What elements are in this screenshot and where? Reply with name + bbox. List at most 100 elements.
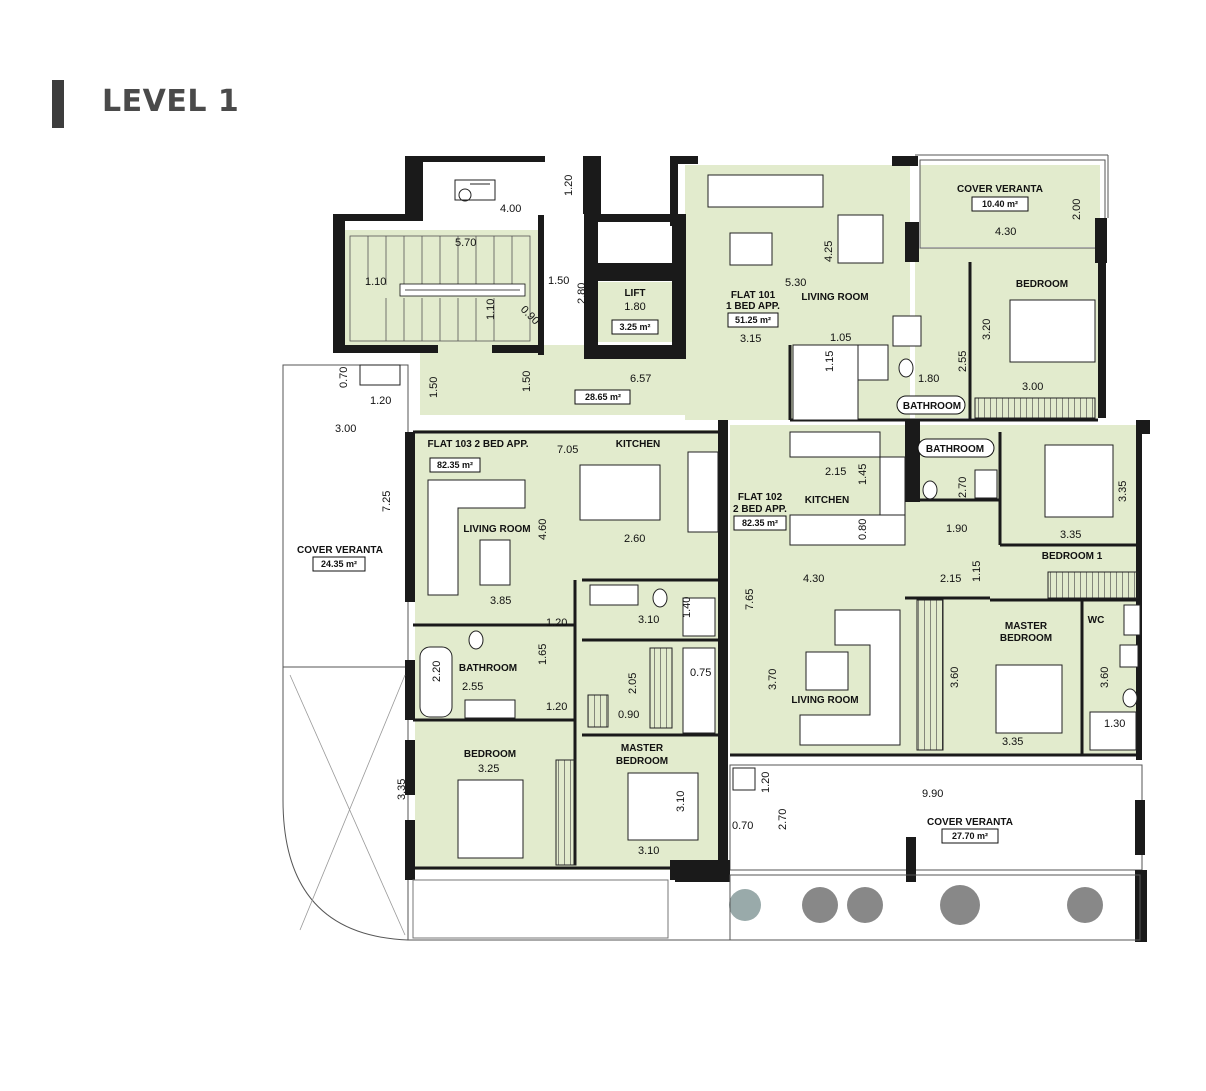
sink-icon [464,315,1139,719]
dim-label: 2.00 [1071,199,1083,220]
flat101-label: FLAT 101 [731,290,776,301]
living-room-102-label: LIVING ROOM [791,695,858,706]
flat103-label: FLAT 103 2 BED APP. [428,439,529,450]
veranda-diagonal [289,674,406,936]
dim-label: 7.05 [557,444,578,456]
walls [333,156,1150,942]
cover-veranta-left-area: 24.35 m² [321,559,357,569]
dim-label: 4.25 [823,241,835,262]
bedroom-103-label: BEDROOM [464,749,516,760]
dim-label: 4.30 [803,573,824,585]
dim-label: 1.50 [548,275,569,287]
railings [408,154,1109,941]
dim-label: 1.20 [370,395,391,407]
stairs-icon [349,235,531,342]
dim-label: 1.05 [830,332,851,344]
bathroom-103-label: BATHROOM [459,663,517,674]
cover-veranta-top-label: COVER VERANTA [957,184,1043,195]
dim-label: 5.70 [455,237,476,249]
dim-label: 1.10 [365,276,386,288]
dim-label: 3.85 [490,595,511,607]
toilet-icon [468,358,1138,708]
lift-area: 3.25 m² [619,322,650,332]
dim-label: 2.20 [431,661,443,682]
room-labels: COVER VERANTA 10.40 m² LIFT 1.80 3.25 m²… [297,184,1104,844]
dim-label: 0.75 [690,667,711,679]
dim-label: 1.50 [428,377,440,398]
dim-label: 2.55 [462,681,483,693]
dim-label: 3.70 [767,669,779,690]
veranda-outlines [282,159,1143,941]
dim-label: 2.05 [627,673,639,694]
flat102-label: FLAT 102 [738,492,783,503]
dim-label: 5.30 [785,277,806,289]
dim-label: 2.70 [957,477,969,498]
plant-icon [729,885,1103,925]
bedroom1-102-label: BEDROOM 1 [1042,551,1103,562]
shower-icon [682,597,1141,751]
dining-table-icon [479,214,884,691]
dim-label: 9.90 [922,788,943,800]
dim-label: 0.80 [857,519,869,540]
dim-label: 3.25 [478,763,499,775]
dim-label: 3.00 [1022,381,1043,393]
sofa-icon [427,174,901,746]
page-title: LEVEL 1 [102,84,240,119]
dim-label: 1.30 [1104,718,1125,730]
living-room-101-label: LIVING ROOM [801,292,868,303]
planter-outline [729,874,1141,941]
dim-label: 4.00 [500,203,521,215]
dim-label: 3.20 [981,319,993,340]
bathtub-icon [419,646,453,718]
dim-label: 1.40 [681,597,693,618]
dim-label: 3.35 [1002,736,1023,748]
dim-label: 1.45 [857,464,869,485]
washer-icon [359,364,756,791]
dim-label: 4.30 [995,226,1016,238]
flat103-area: 82.35 m² [437,460,473,470]
flat101-type: 1 BED APP. [726,301,780,312]
master-bedroom-103-line1: MASTER [621,743,664,754]
title-accent-bar [52,80,64,128]
interior-walls [413,262,1140,870]
dim-label: 1.10 [485,299,497,320]
dim-label: 0.70 [732,820,753,832]
flat101-area: 51.25 m² [735,315,771,325]
dim-label: 1.20 [760,772,772,793]
dim-label: 2.60 [624,533,645,545]
dim-label: 0.70 [338,367,350,388]
dim-label: 2.15 [825,466,846,478]
cover-veranta-left-label: COVER VERANTA [297,545,383,556]
dim-label: 3.15 [740,333,761,345]
dim-label: 3.10 [638,845,659,857]
dim-label: 1.20 [563,175,575,196]
dim-label: 1.15 [971,561,983,582]
kitchen-counter [687,344,906,546]
master-bedroom-103-line2: BEDROOM [616,756,668,767]
dim-label: 1.20 [546,617,567,629]
kitchen-102-label: KITCHEN [805,495,849,506]
wardrobe-icon [555,397,1139,866]
terrace-outline [412,879,669,939]
dim-label: 3.60 [1099,667,1111,688]
kitchen-103-label: KITCHEN [616,439,660,450]
dim-label: 1.50 [521,371,533,392]
dim-label: 6.57 [630,373,651,385]
cover-veranta-bottom-label: COVER VERANTA [927,817,1013,828]
dim-label: 4.60 [537,519,549,540]
dim-label: 1.15 [824,351,836,372]
dimension-labels: 4.00 1.20 5.70 1.10 1.50 2.80 0.90 1.10 … [335,175,1129,857]
wheelchair-icon [454,179,496,202]
dim-label: 7.25 [381,491,393,512]
cover-veranta-bottom-area: 27.70 m² [952,831,988,841]
lift-label: LIFT [624,288,645,299]
bathroom-102-label: BATHROOM [926,444,984,455]
dim-label: 1.65 [537,644,549,665]
living-room-103-label: LIVING ROOM [463,524,530,535]
corridor-area: 28.65 m² [585,392,621,402]
dim-label: 3.35 [1060,529,1081,541]
dim-label: 3.35 [396,779,408,800]
dim-label: 2.55 [957,351,969,372]
dim-label: 1.90 [946,523,967,535]
